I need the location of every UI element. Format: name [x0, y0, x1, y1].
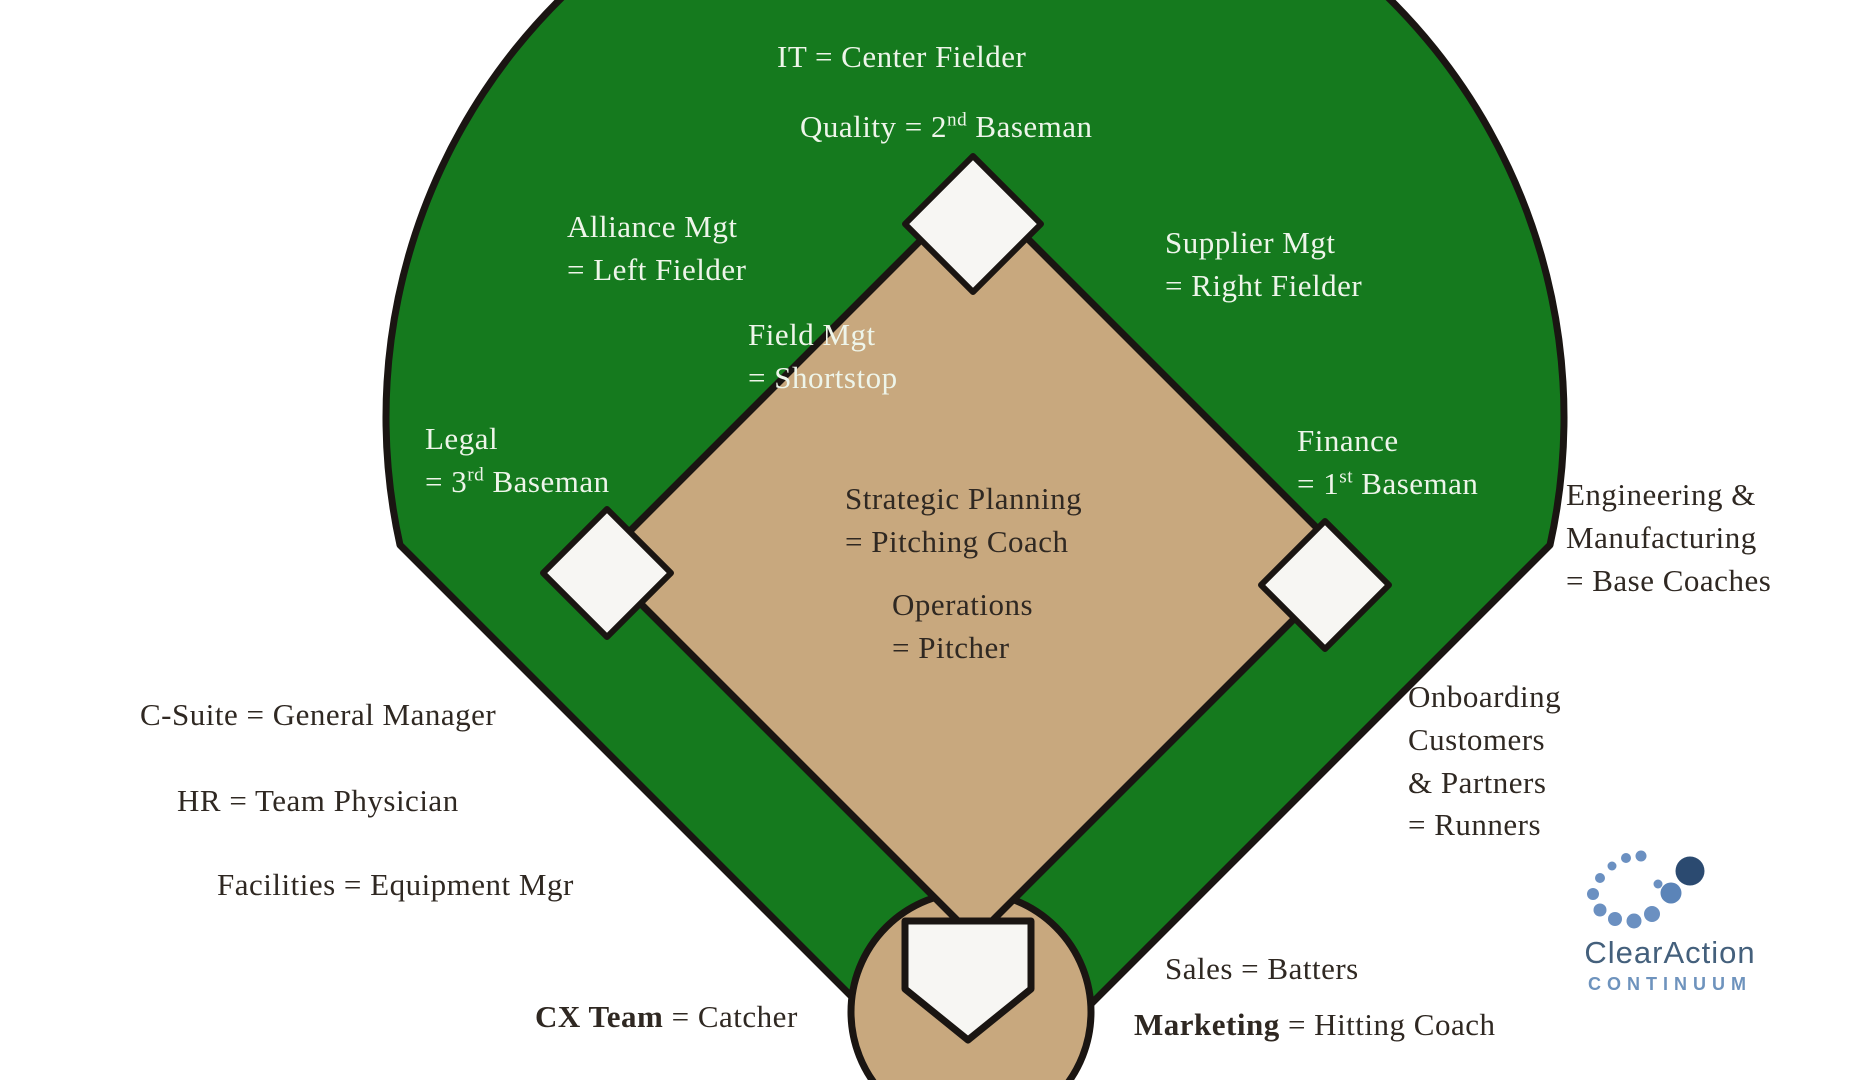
logo-wordmark: ClearAction	[1584, 935, 1756, 970]
label-second-baseman: Quality = 2nd Baseman	[800, 109, 1093, 144]
clearaction-logo: ClearAction CONTINUUM	[1545, 845, 1795, 995]
logo-tagline: CONTINUUM	[1588, 973, 1752, 994]
logo-dots-icon	[1587, 850, 1705, 929]
label-runners: Onboarding Customers & Partners = Runner…	[1408, 679, 1562, 843]
first-base	[1258, 518, 1392, 652]
label-pitcher: Operations = Pitcher	[892, 587, 1034, 665]
second-base	[902, 153, 1044, 295]
label-catcher: CX Team = Catcher	[535, 999, 798, 1034]
label-team-physician: HR = Team Physician	[177, 783, 459, 818]
label-left-fielder: Alliance Mgt = Left Fielder	[567, 209, 747, 287]
label-shortstop: Field Mgt = Shortstop	[748, 317, 898, 395]
third-base	[540, 506, 674, 640]
label-general-manager: C-Suite = General Manager	[140, 697, 497, 732]
label-right-fielder: Supplier Mgt = Right Fielder	[1165, 225, 1363, 303]
label-hitting-coach: Marketing = Hitting Coach	[1134, 1007, 1496, 1042]
label-pitching-coach: Strategic Planning = Pitching Coach	[845, 481, 1083, 559]
label-third-baseman: Legal = 3rd Baseman	[425, 421, 610, 499]
label-batters: Sales = Batters	[1165, 951, 1359, 986]
label-equipment-mgr: Facilities = Equipment Mgr	[217, 867, 574, 902]
home-plate	[901, 917, 1035, 1044]
label-base-coaches: Engineering & Manufacturing = Base Coach…	[1566, 477, 1772, 598]
label-first-baseman: Finance = 1st Baseman	[1297, 423, 1479, 501]
label-center-fielder: IT = Center Fielder	[777, 39, 1027, 74]
